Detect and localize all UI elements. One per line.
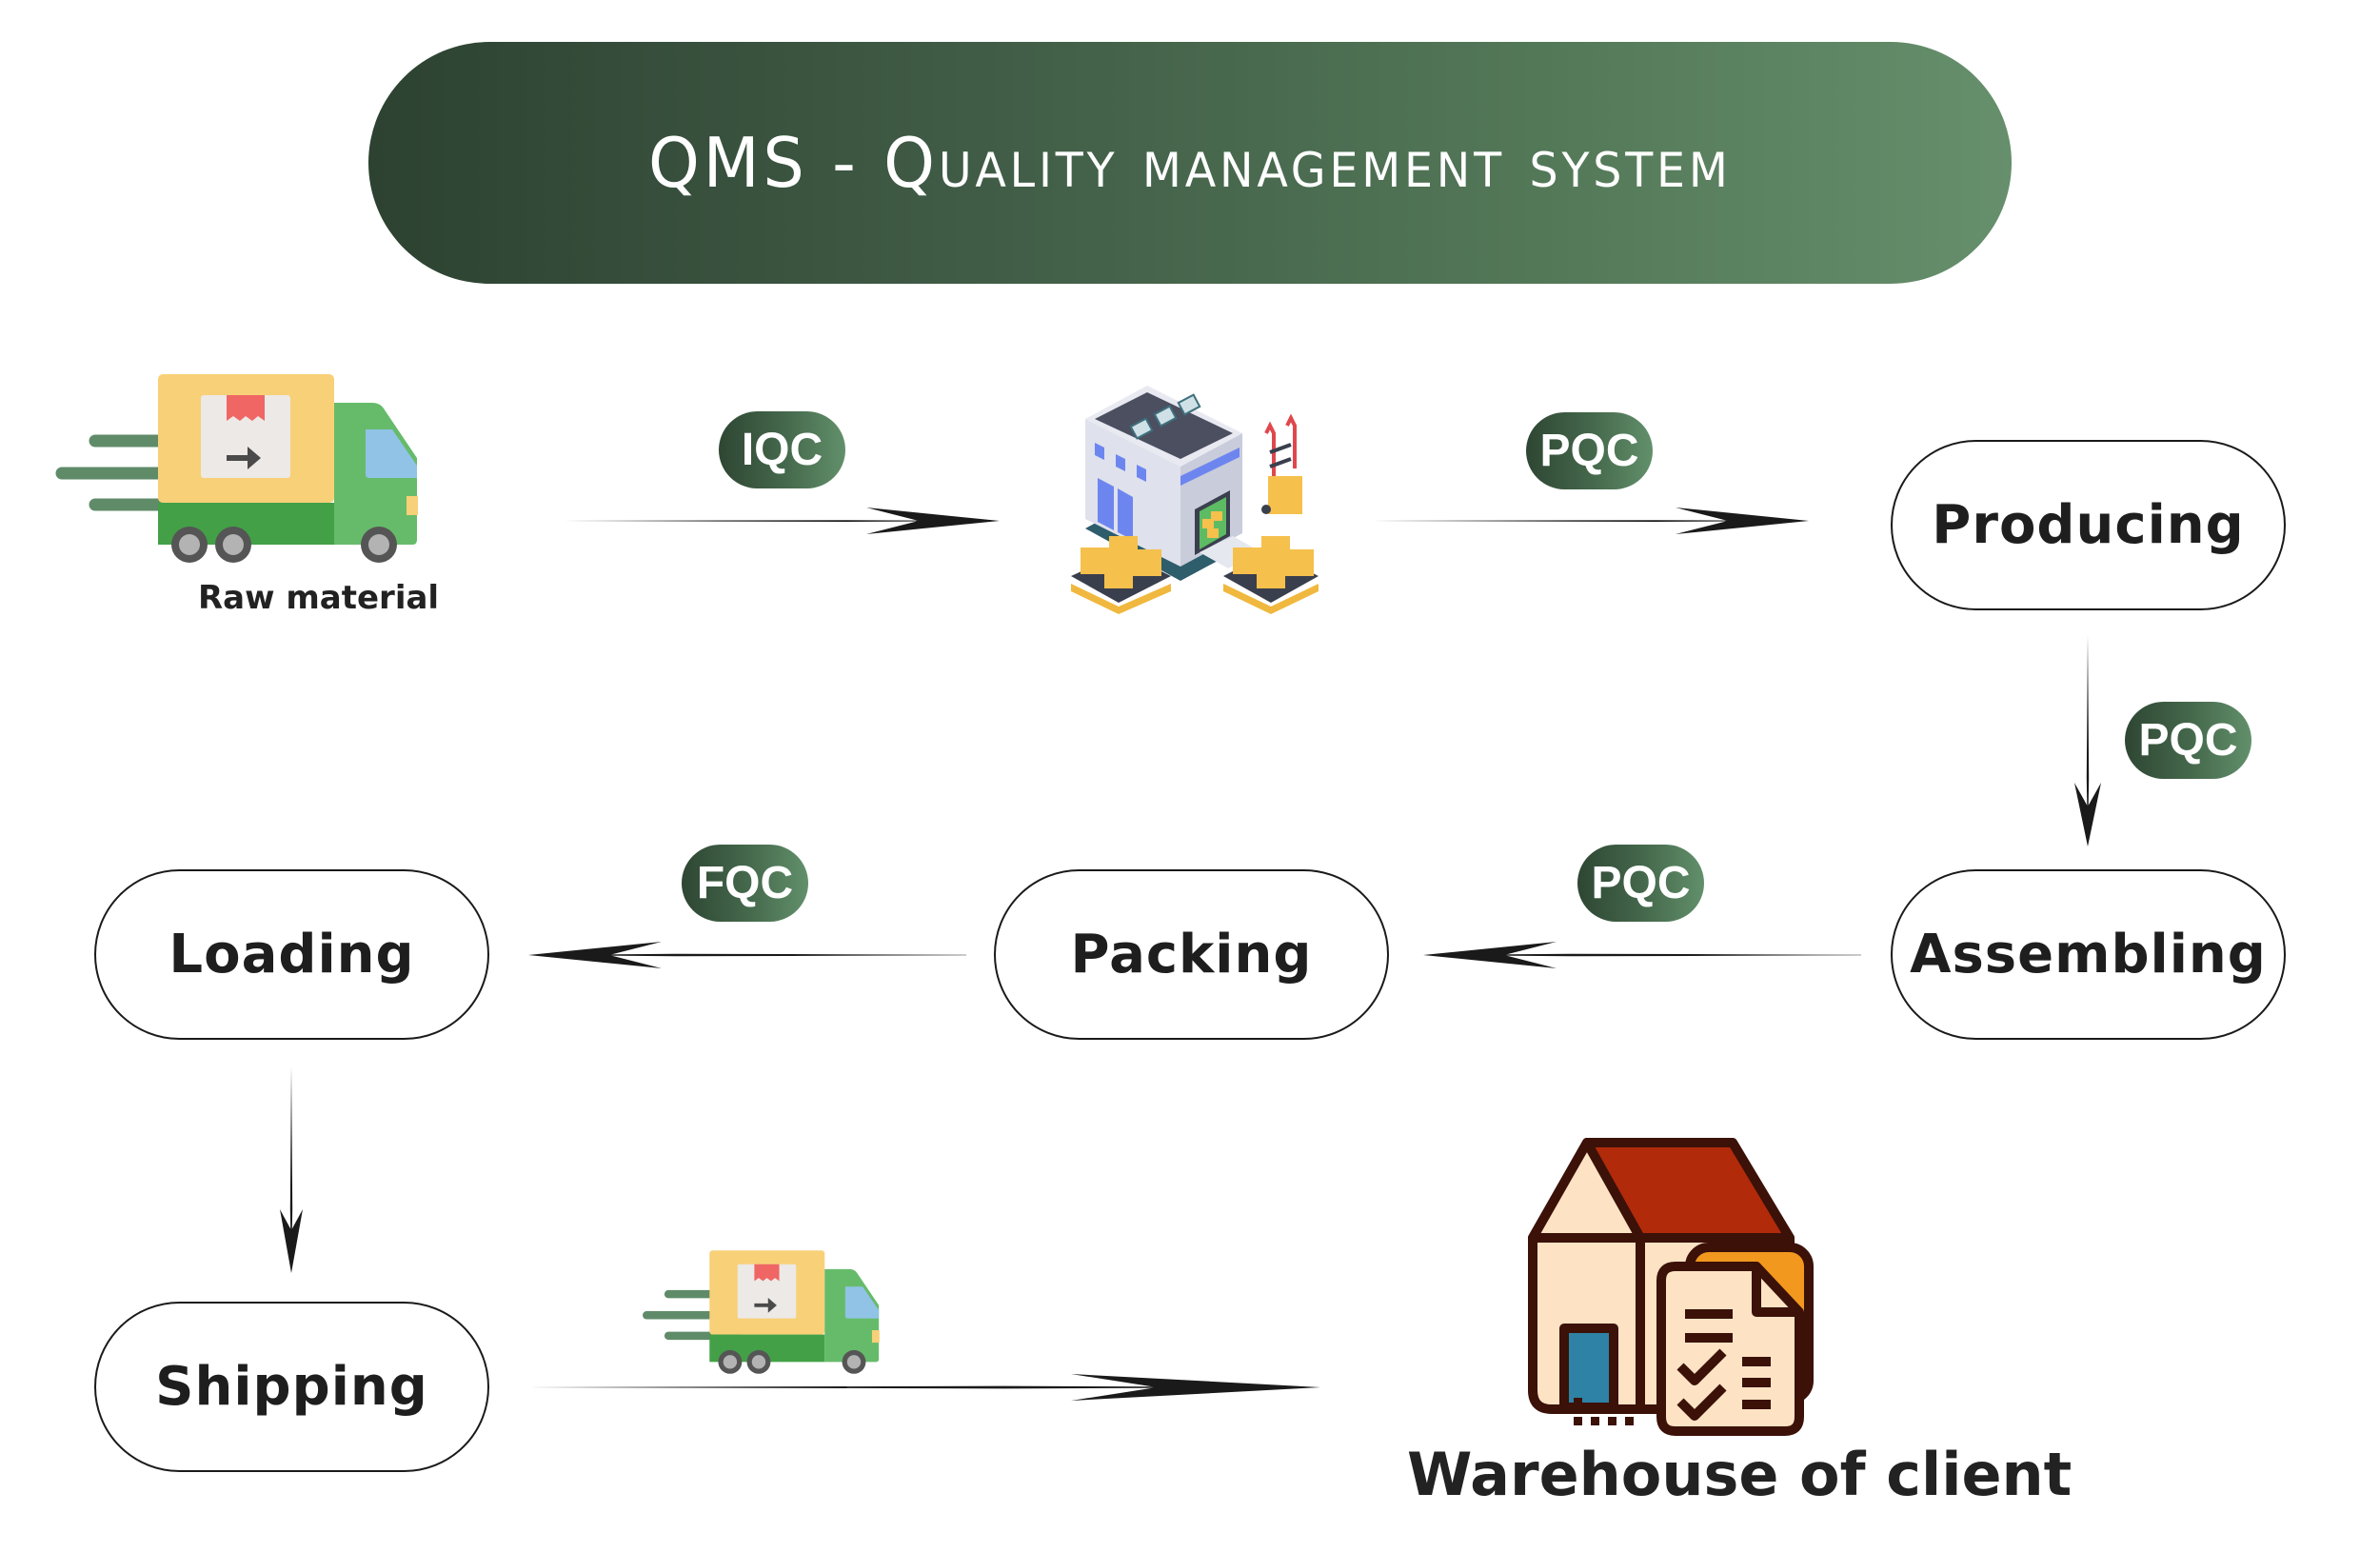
shipping-truck-icon: [643, 1250, 880, 1374]
title-banner: QMS - Quality management system: [368, 42, 2012, 284]
pqc-badge-factory-to-producing: PQC: [1526, 412, 1653, 489]
checklist-document: [1656, 1243, 1814, 1436]
pallet-right: [1223, 536, 1319, 614]
step-packing[interactable]: Packing: [994, 869, 1389, 1040]
step-shipping[interactable]: Shipping: [94, 1302, 489, 1472]
step-producing[interactable]: Producing: [1891, 440, 2286, 610]
raw-material-truck-icon: [55, 374, 418, 563]
arrow-shipping-to-client: [528, 1374, 1320, 1401]
arrow-raw-to-factory: [562, 508, 1000, 534]
arrow-packing-to-loading: [528, 942, 966, 968]
arrow-assembling-to-packing: [1423, 942, 1861, 968]
factory-warehouse-icon: [1071, 386, 1319, 614]
page-title: QMS - Quality management system: [648, 123, 1732, 203]
fqc-badge-packing-to-loading: FQC: [682, 845, 808, 922]
iqc-badge: IQC: [719, 411, 845, 488]
client-warehouse-icon: [1528, 1138, 1814, 1436]
raw-material-label: Raw material: [198, 579, 440, 617]
step-assembling[interactable]: Assembling: [1891, 869, 2286, 1040]
dotted-path: [1574, 1398, 1634, 1425]
arrow-producing-to-assembling: [2074, 635, 2101, 846]
pallet-left: [1071, 536, 1171, 614]
step-loading[interactable]: Loading: [94, 869, 489, 1040]
arrow-factory-to-producing: [1371, 508, 1809, 534]
pqc-badge-assembling-to-packing: PQC: [1577, 845, 1704, 922]
client-warehouse-label: Warehouse of client: [1407, 1440, 2073, 1509]
pqc-badge-producing-to-assembling: PQC: [2125, 702, 2251, 779]
arrow-loading-to-shipping: [280, 1066, 303, 1273]
